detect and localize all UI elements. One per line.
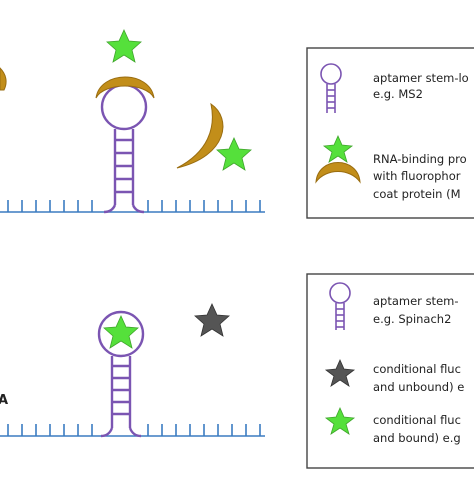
legend-top-item-2-line-3: coat protein (M — [373, 187, 461, 201]
aptamer-stem-loop-top — [100, 83, 148, 214]
aptamer-stem-loop-icon — [329, 282, 351, 330]
coat-protein-partial-icon — [0, 67, 7, 91]
bound-fluorophore-star-icon — [324, 407, 356, 435]
top-panel: aptamer stem-lo e.g. MS2 RNA-binding pro… — [0, 29, 474, 219]
rna-binding-protein-icon — [315, 162, 361, 184]
legend-bottom-item-2-line-1: conditional fluc — [373, 362, 461, 376]
legend-top: aptamer stem-lo e.g. MS2 RNA-binding pro… — [306, 47, 474, 219]
rna-strand-top — [0, 200, 265, 213]
coat-protein-free-icon — [176, 102, 224, 169]
legend-bottom: aptamer stem- e.g. Spinach2 conditional … — [306, 273, 474, 469]
green-star-bound-icon — [103, 315, 139, 349]
rna-strand-bottom — [0, 424, 265, 437]
coat-protein-bound-icon — [95, 76, 155, 99]
legend-top-item-2-line-2: with fluorophor — [373, 169, 461, 183]
legend-bottom-item-3-line-2: and bound) e.g — [373, 431, 461, 445]
legend-top-item-1-line-2: e.g. MS2 — [373, 87, 423, 101]
legend-top-item-2-line-1: RNA-binding pro — [373, 152, 467, 166]
legend-bottom-item-3-line-1: conditional fluc — [373, 413, 461, 427]
bottom-left-label: A — [0, 393, 8, 408]
legend-bottom-item-2-line-2: and unbound) e — [373, 380, 464, 394]
aptamer-stem-loop-icon — [320, 63, 342, 113]
green-star-on-protein-icon — [106, 29, 142, 63]
green-star-legend-icon — [322, 135, 354, 163]
legend-bottom-item-1-line-1: aptamer stem- — [373, 294, 459, 308]
unbound-fluorophore-star-icon — [324, 359, 356, 387]
legend-top-item-1-line-1: aptamer stem-lo — [373, 71, 469, 85]
green-star-free-icon — [216, 137, 252, 171]
bottom-panel: A aptamer stem- e.g. Spinach2 conditiona… — [0, 273, 474, 469]
dark-star-unbound-icon — [194, 303, 230, 337]
legend-bottom-item-1-line-2: e.g. Spinach2 — [373, 312, 451, 326]
